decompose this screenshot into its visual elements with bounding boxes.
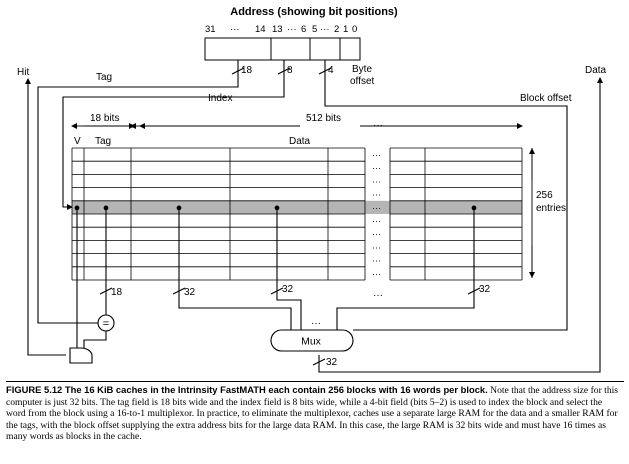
bit-dots-2: ··· (287, 24, 297, 35)
output-buses (76, 207, 481, 348)
row-ellipsis: ··· (372, 163, 381, 173)
tag-width-label: 18 (241, 65, 253, 76)
offset-width-label: 4 (328, 65, 334, 76)
ellipsis-top: ··· (373, 120, 383, 131)
mux-out-width: 32 (326, 357, 338, 368)
word-bus-3-width: 32 (479, 284, 491, 295)
and-gate (69, 347, 93, 364)
comparator: = (97, 314, 115, 332)
address-wires (37, 60, 603, 373)
row-ellipsis: ··· (372, 242, 381, 252)
caption-body: Note that the address size for this comp… (6, 385, 619, 443)
bit-13: 13 (272, 24, 283, 35)
index-width-label: 8 (287, 65, 293, 76)
comparator-symbol: = (103, 318, 109, 330)
word-bus-2-width: 32 (282, 284, 294, 295)
bit-dots-3: ··· (320, 24, 330, 35)
bit-position-labels: 31 ··· 14 13 ··· 6 5 ··· 2 1 0 (205, 24, 357, 35)
block-offset-label: Block offset (520, 93, 572, 104)
bits-18-label: 18 bits (90, 113, 119, 124)
mux-input-dots: ··· (311, 318, 321, 329)
figure-caption: FIGURE 5.12 The 16 KiB caches in the Int… (6, 384, 624, 443)
bit-dots-1: ··· (230, 24, 240, 35)
row-ellipsis: ··· (372, 150, 381, 160)
row-ellipsis: ··· (372, 256, 381, 266)
bit-1: 1 (343, 24, 348, 35)
caption-head: FIGURE 5.12 The 16 KiB caches in the Int… (6, 384, 488, 395)
bit-31: 31 (205, 24, 216, 35)
word-bus-1-width: 32 (184, 287, 196, 298)
mux: Mux (270, 329, 354, 352)
hit-wire (25, 78, 66, 356)
data-label: Data (585, 65, 607, 76)
index-label: Index (208, 93, 232, 104)
bit-5: 5 (312, 24, 317, 35)
bits-512-label: 512 bits (306, 113, 341, 124)
ellipsis-bottom: ··· (373, 290, 383, 301)
row-ellipsis: ··· (372, 190, 381, 200)
width-arrows (71, 123, 535, 278)
cache-diagram: Address (showing bit positions) 31 ··· 1… (17, 6, 607, 373)
row-ellipsis: ··· (372, 176, 381, 186)
caption-rule (6, 381, 624, 382)
entries-label: entries (536, 203, 566, 214)
col-data-label: Data (289, 136, 311, 147)
bit-14: 14 (255, 24, 266, 35)
row-ellipsis: ··· (372, 229, 381, 239)
selected-row (72, 200, 522, 214)
cache-array: ··· ··· ··· ··· ··· ··· ··· ··· ··· ··· (71, 147, 523, 281)
row-ellipsis: ··· (372, 216, 381, 226)
bit-2: 2 (334, 24, 339, 35)
byte-offset-label-2: offset (350, 76, 374, 87)
tag-bus-width-label: 18 (111, 287, 123, 298)
entries-count-label: 256 (536, 190, 553, 201)
col-v-label: V (74, 136, 81, 147)
mux-label: Mux (301, 336, 322, 348)
byte-offset-label-1: Byte (352, 64, 372, 75)
address-register (204, 37, 361, 61)
col-tag-label: Tag (95, 136, 111, 147)
bit-6: 6 (301, 24, 306, 35)
row-ellipsis: ··· (372, 269, 381, 279)
diagram-title: Address (showing bit positions) (230, 6, 398, 18)
row-ellipsis: ··· (372, 203, 381, 213)
tag-label: Tag (96, 72, 112, 83)
bit-0: 0 (352, 24, 357, 35)
hit-label: Hit (17, 67, 29, 78)
